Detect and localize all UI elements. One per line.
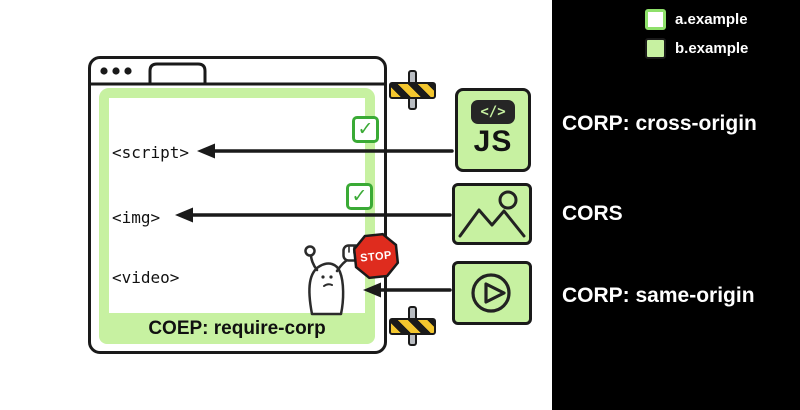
tag-img: <img>: [112, 208, 161, 227]
tag-video: <video>: [112, 268, 180, 287]
img-allowed-check-icon: ✓: [346, 183, 373, 210]
legend-label-a: a.example: [675, 11, 748, 28]
legend-label-b: b.example: [675, 40, 749, 57]
legend-item-b-example: b.example: [645, 38, 748, 59]
script-allowed-check-icon: ✓: [352, 116, 379, 143]
coep-require-corp-banner: COEP: require-corp: [99, 313, 375, 344]
tag-script: <script>: [112, 143, 190, 162]
code-chip-icon: </>: [471, 100, 515, 124]
mountain-photo-icon: [458, 190, 526, 238]
js-file-label: JS: [473, 125, 513, 158]
clamp-bar-bottom-icon: [389, 318, 436, 335]
image-file-icon: [452, 183, 532, 245]
clamp-bar-top-icon: [389, 82, 436, 99]
a-example-swatch-icon: [645, 9, 666, 30]
right-black-panel: [552, 0, 800, 410]
play-button-icon: [471, 273, 511, 313]
video-file-icon: [452, 261, 532, 325]
label-corp-cross-origin: CORP: cross-origin: [562, 112, 757, 135]
legend-item-a-example: a.example: [645, 9, 748, 30]
label-cors: CORS: [562, 202, 623, 225]
label-corp-same-origin: CORP: same-origin: [562, 284, 755, 307]
js-file-icon: </> JS: [455, 88, 531, 172]
b-example-swatch-icon: [645, 38, 666, 59]
